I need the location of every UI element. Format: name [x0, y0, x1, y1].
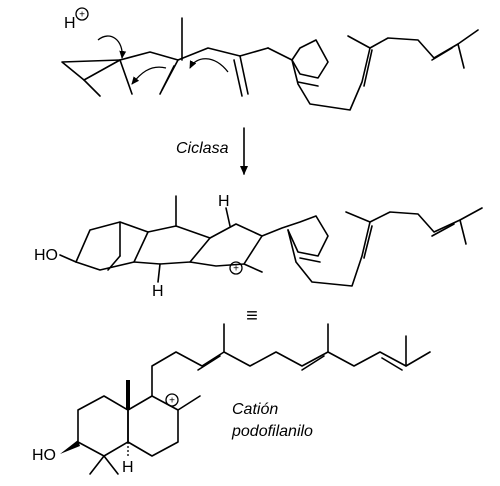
- product-hydroxyl: HO: [32, 447, 56, 464]
- product-h-label: H: [122, 459, 134, 476]
- product-side-chain: [151, 351, 431, 397]
- intermediate-tail-methyl: [459, 219, 467, 245]
- epoxide-ring: [61, 59, 121, 81]
- proton-label: H: [64, 15, 76, 32]
- reactant-fold-chain: [291, 47, 371, 111]
- intermediate-charge-circle: [229, 261, 243, 275]
- intermediate-fold-double: [299, 257, 321, 263]
- curly-arrow-3: [189, 58, 229, 73]
- product-gem-methyl-1: [89, 455, 105, 475]
- epoxide-methyl: [83, 79, 101, 97]
- reactant-alkene-2: [233, 59, 243, 97]
- reactant-tail-double: [431, 47, 453, 61]
- epoxide-methyl-2: [119, 59, 133, 95]
- intermediate-fold-ring: [261, 215, 329, 257]
- intermediate-tail-double: [431, 223, 455, 237]
- product-angular-methyl: [126, 380, 130, 410]
- intermediate-structure: HO H H +: [34, 193, 483, 300]
- intermediate-charge-sign: +: [233, 264, 239, 275]
- ring-c-methyl: [243, 263, 263, 273]
- intermediate-fold-chain: [287, 221, 371, 287]
- reactant-methyl-2: [239, 55, 249, 95]
- product-alkene-3: [381, 357, 403, 371]
- ring-b-h-bond: [157, 263, 161, 283]
- product-name-line1: Catión: [232, 401, 278, 418]
- product-structure: HO H + Catión podofilanilo: [32, 323, 431, 476]
- ring-a-methyl: [107, 255, 121, 271]
- intermediate-alkene: [363, 225, 373, 259]
- product-ring-a: [77, 395, 129, 457]
- curly-arrow-1: [97, 35, 127, 59]
- intermediate-methyl: [345, 211, 371, 223]
- curly-arrow-2: [131, 66, 167, 85]
- product-oh-wedge: [60, 440, 80, 454]
- product-alkene-2: [301, 355, 325, 371]
- reactant-tail-methyl: [457, 43, 465, 69]
- intermediate-hydroxyl: HO: [34, 247, 58, 264]
- ring-c-chair: [189, 223, 263, 267]
- reactant-fold-double: [297, 81, 319, 87]
- reaction-arrow: Ciclasa: [176, 127, 248, 175]
- reactant-fold-ring: [267, 39, 329, 79]
- intermediate-oh-bond: [59, 254, 77, 263]
- product-alkene-1: [197, 355, 221, 371]
- reactant-chain-main: [119, 47, 269, 61]
- product-charge-circle: [165, 393, 179, 407]
- product-charge-sign: +: [169, 396, 175, 407]
- intermediate-tail: [369, 207, 483, 233]
- reactant-methyl-3: [347, 35, 371, 49]
- product-c-methyl: [177, 395, 201, 411]
- product-name-line2: podofilanilo: [231, 423, 313, 440]
- reactant-tail: [369, 29, 479, 59]
- equivalence-symbol: ≡: [246, 305, 258, 327]
- ring-c-h-bond: [225, 207, 231, 227]
- oxidosqualene-structure: H +: [61, 7, 479, 111]
- product-gem-methyl-2: [103, 455, 119, 475]
- enzyme-label: Ciclasa: [176, 140, 229, 157]
- reactant-alkene-3: [363, 49, 373, 87]
- proton-charge-circle: [75, 7, 89, 21]
- intermediate-h-bottom: H: [152, 283, 164, 300]
- ring-b-chair: [133, 225, 211, 265]
- reactant-alkene-1b: [159, 65, 175, 95]
- intermediate-h-top: H: [218, 193, 230, 210]
- proton-charge-sign: +: [79, 10, 85, 21]
